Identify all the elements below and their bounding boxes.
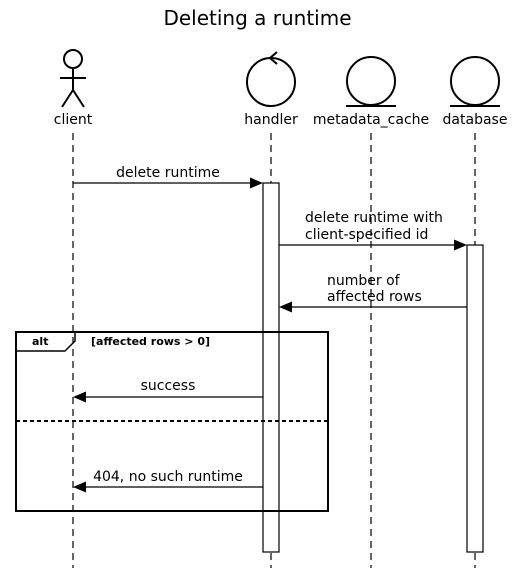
- participant-database: database: [443, 56, 508, 128]
- arrowhead: [73, 481, 86, 493]
- message-delete-runtime-with-id: delete runtime with client-specified id: [279, 210, 467, 251]
- fragment-label-tab: [16, 332, 76, 352]
- entity-icon: [346, 56, 396, 107]
- message-label-line-2: client-specified id: [305, 227, 428, 243]
- actor-icon: [60, 49, 86, 108]
- participant-label-database: database: [443, 112, 508, 128]
- participant-metadata-cache: metadata_cache: [313, 56, 429, 128]
- message-not-found: 404, no such runtime: [73, 469, 263, 493]
- participant-label-handler: handler: [244, 112, 298, 128]
- fragment-guard: [affected rows > 0]: [91, 335, 210, 348]
- arrowhead: [250, 177, 263, 189]
- message-label-line-2: affected rows: [327, 289, 422, 305]
- arrowhead: [279, 301, 292, 313]
- participant-handler: handler: [244, 51, 298, 128]
- message-label: success: [141, 378, 196, 394]
- message-label: delete runtime: [116, 165, 220, 181]
- message-label: 404, no such runtime: [93, 469, 243, 485]
- participant-label-client: client: [54, 112, 93, 128]
- arrowhead: [454, 239, 467, 251]
- message-success: success: [73, 378, 263, 403]
- participant-label-metadata-cache: metadata_cache: [313, 112, 429, 128]
- arrowhead: [73, 391, 86, 403]
- message-affected-rows: number of affected rows: [279, 273, 467, 313]
- control-icon: [246, 51, 296, 107]
- fragment-operator: alt: [32, 335, 48, 348]
- activation-database: [466, 244, 484, 553]
- activation-handler: [262, 182, 280, 553]
- diagram-title: Deleting a runtime: [163, 6, 351, 30]
- message-label-line-1: number of: [327, 273, 401, 289]
- entity-icon: [450, 56, 500, 107]
- alt-fragment: alt [affected rows > 0]: [15, 331, 329, 512]
- participant-client: client: [54, 49, 93, 128]
- message-label-line-1: delete runtime with: [305, 210, 443, 226]
- message-delete-runtime: delete runtime: [73, 165, 263, 189]
